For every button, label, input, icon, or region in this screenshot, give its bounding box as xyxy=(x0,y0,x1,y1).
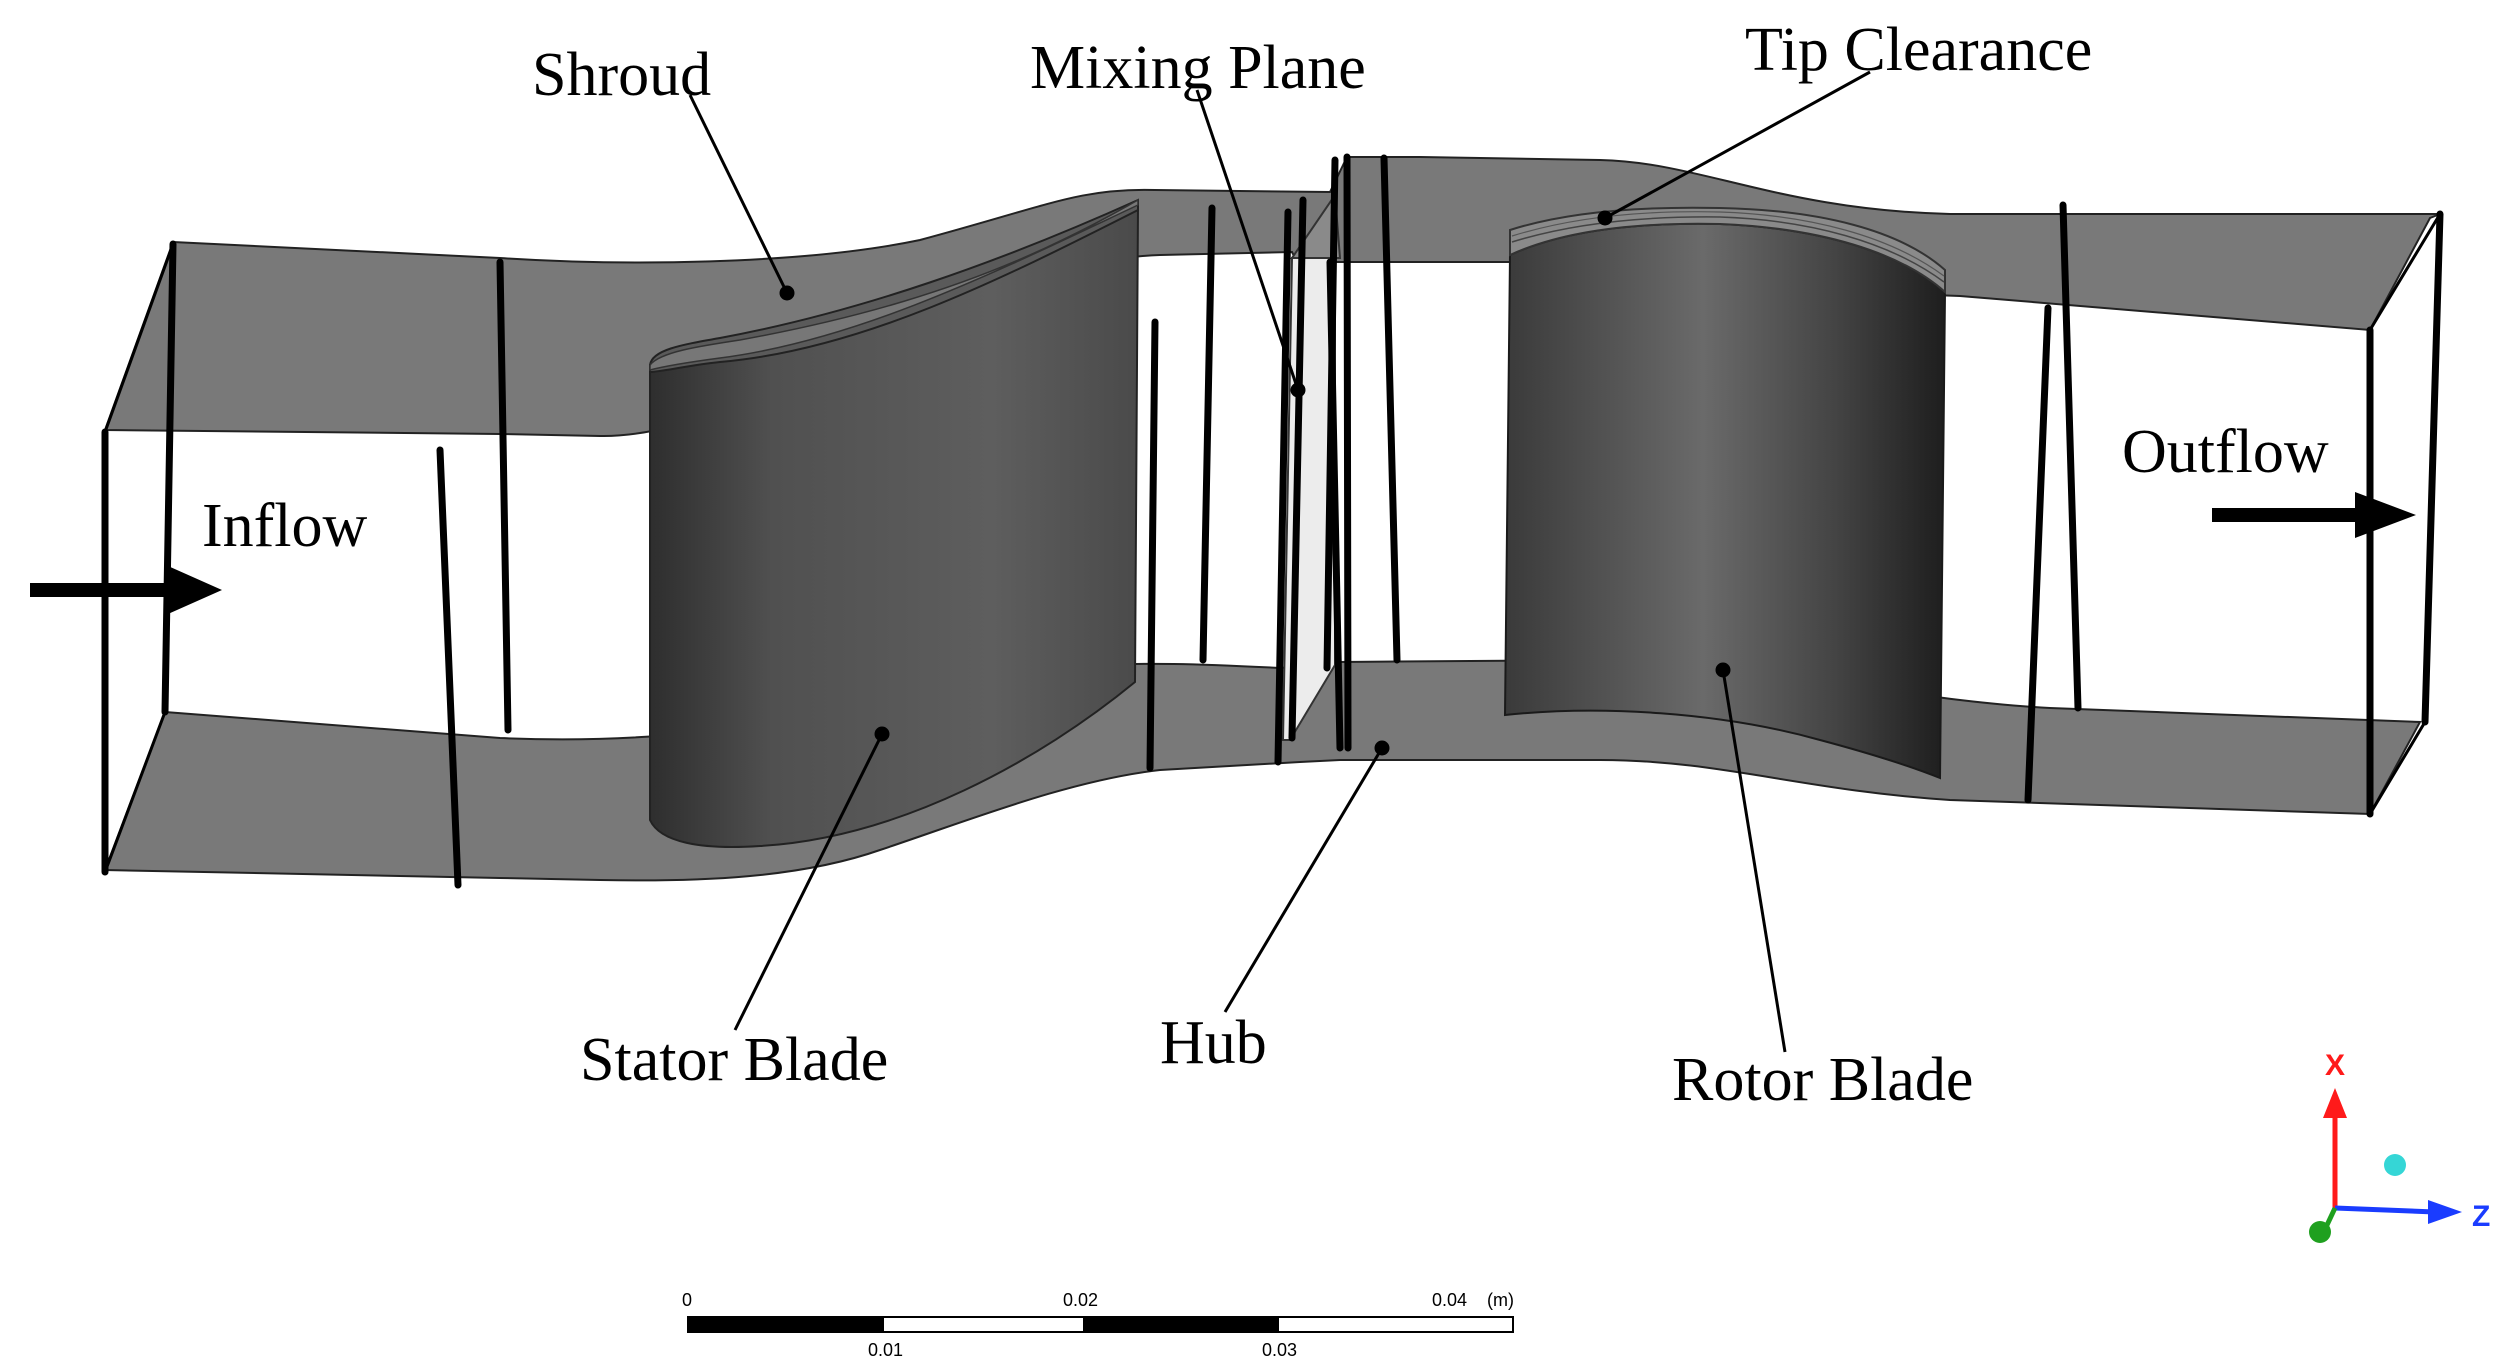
z-axis-line xyxy=(2334,1205,2436,1215)
label-stator-blade: Stator Blade xyxy=(580,1026,888,1094)
tip-clearance-band xyxy=(1509,206,1946,295)
label-outflow: Outflow xyxy=(2122,418,2329,486)
axis-triad: X Z xyxy=(2309,1049,2490,1243)
rotor-blade xyxy=(1503,206,1947,780)
z-axis-arrow xyxy=(2428,1200,2462,1224)
shroud-surface xyxy=(103,156,2441,438)
leader-lines xyxy=(688,70,1871,1053)
scale-tick-0: 0 xyxy=(682,1290,692,1310)
stator-blade xyxy=(649,198,1140,848)
label-rotor-blade: Rotor Blade xyxy=(1672,1046,1973,1114)
scale-tick-0.01: 0.01 xyxy=(868,1340,903,1360)
scale-tick-0.04: 0.04 xyxy=(1432,1290,1467,1310)
label-shroud: Shroud xyxy=(532,41,711,109)
scale-tick-0.02: 0.02 xyxy=(1063,1290,1098,1310)
label-tip-clearance: Tip Clearance xyxy=(1745,16,2092,84)
scale-bar: 0 0.02 0.04 (m) 0.01 0.03 xyxy=(682,1290,1514,1360)
outflow-arrow xyxy=(2212,492,2416,538)
x-axis-label: X xyxy=(2325,1049,2345,1082)
scale-unit: (m) xyxy=(1487,1290,1514,1310)
z-axis-label: Z xyxy=(2472,1200,2490,1233)
label-mixing-plane: Mixing Plane xyxy=(1030,34,1366,102)
view-direction-dot xyxy=(2384,1154,2406,1176)
x-axis-arrow xyxy=(2323,1088,2347,1118)
scale-tick-0.03: 0.03 xyxy=(1262,1340,1297,1360)
frame-lines xyxy=(101,153,2444,889)
y-axis-dot xyxy=(2309,1221,2331,1243)
label-hub: Hub xyxy=(1160,1009,1267,1077)
inflow-arrow xyxy=(30,566,222,614)
label-inflow: Inflow xyxy=(202,492,368,560)
